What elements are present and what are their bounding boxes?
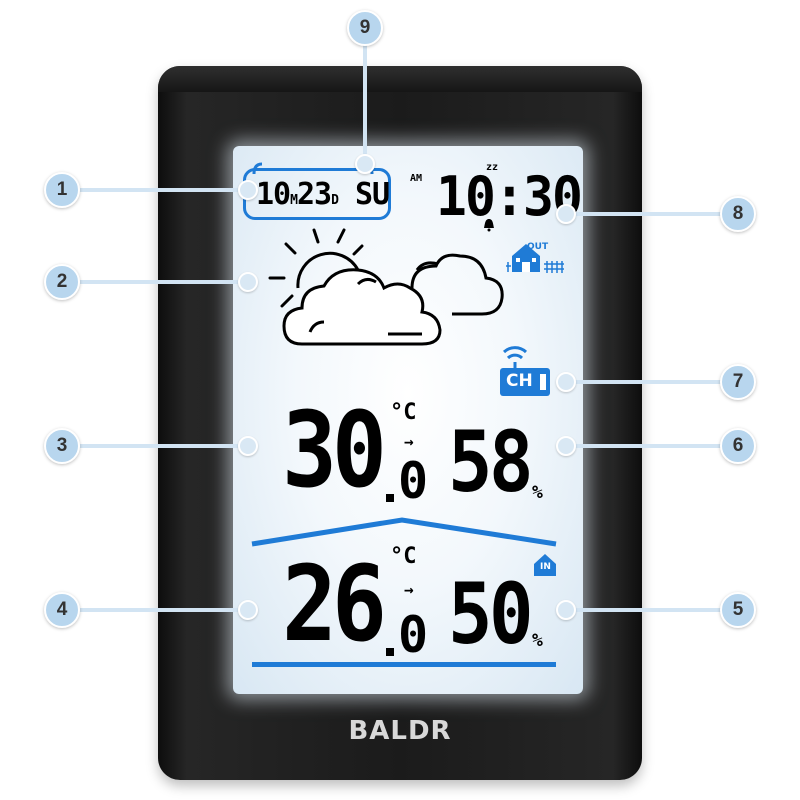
callout-6-leader (560, 444, 736, 448)
date-month-suffix: M (290, 193, 298, 208)
callout-7: 7 (720, 364, 756, 400)
indoor-label: IN (540, 562, 551, 572)
outdoor-label: OUT (527, 242, 549, 252)
outdoor-humidity-unit: % (532, 482, 543, 503)
callout-9-leader (363, 40, 367, 164)
callout-3-dot (238, 436, 258, 456)
callout-2-dot (238, 272, 258, 292)
channel-label: CH (506, 371, 533, 391)
outdoor-temp-decimal-point (386, 398, 406, 502)
section-divider-roof (251, 517, 557, 547)
outdoor-temp-integer: 30 (282, 389, 387, 511)
indoor-temperature: 26 (282, 552, 387, 656)
callout-4-dot (238, 600, 258, 620)
snooze-indicator: zz (486, 162, 499, 173)
outdoor-house-icon (506, 244, 564, 273)
callout-1: 1 (44, 172, 80, 208)
date-display: 10M23D SU (256, 177, 390, 212)
indoor-house-icon (534, 554, 556, 576)
lcd-screen (233, 146, 583, 694)
callout-5-dot (556, 600, 576, 620)
callout-3: 3 (44, 428, 80, 464)
callout-2-leader (80, 280, 248, 284)
indoor-temp-unit: °C (390, 544, 417, 569)
indoor-trend-arrow-icon: → (404, 580, 414, 599)
callout-8: 8 (720, 196, 756, 232)
date-month: 10 (256, 177, 291, 212)
callout-5-leader (560, 608, 736, 612)
bottom-divider-line (252, 662, 556, 667)
indoor-temp-decimal-point (386, 552, 406, 656)
callout-7-leader (560, 380, 736, 384)
weather-forecast-sun-cloud-icon (268, 228, 504, 346)
outdoor-temp-unit: °C (390, 400, 417, 425)
outdoor-temp-decimal: 0 (398, 452, 429, 510)
alarm-bell-icon (484, 219, 494, 232)
callout-8-dot (556, 204, 576, 224)
outdoor-humidity: 58 (448, 413, 534, 511)
callout-1-leader (80, 188, 248, 192)
callout-4: 4 (44, 592, 80, 628)
callout-6: 6 (720, 428, 756, 464)
callout-2: 2 (44, 264, 80, 300)
indoor-temp-integer: 26 (282, 543, 387, 665)
brand-logo: BALDR (348, 716, 452, 746)
callout-8-leader (560, 212, 736, 216)
callout-3-leader (80, 444, 248, 448)
indoor-humidity: 50 (448, 565, 534, 663)
weather-station-top-edge (158, 66, 642, 92)
callout-4-leader (80, 608, 248, 612)
callout-9-dot (355, 154, 375, 174)
callout-6-dot (556, 436, 576, 456)
indoor-humidity-unit: % (532, 630, 543, 651)
callout-1-dot (238, 180, 258, 200)
callout-5: 5 (720, 592, 756, 628)
date-day-suffix: D (331, 193, 339, 208)
outdoor-trend-arrow-icon: → (404, 432, 414, 451)
indoor-temp-decimal: 0 (398, 606, 429, 664)
wireless-signal-icon (500, 346, 550, 396)
callout-9: 9 (347, 10, 383, 46)
ampm-indicator: AM (410, 173, 423, 184)
outdoor-temperature: 30 (282, 398, 387, 502)
callout-7-dot (556, 372, 576, 392)
date-day: 23 (296, 177, 332, 212)
date-weekday: SU (354, 177, 390, 212)
